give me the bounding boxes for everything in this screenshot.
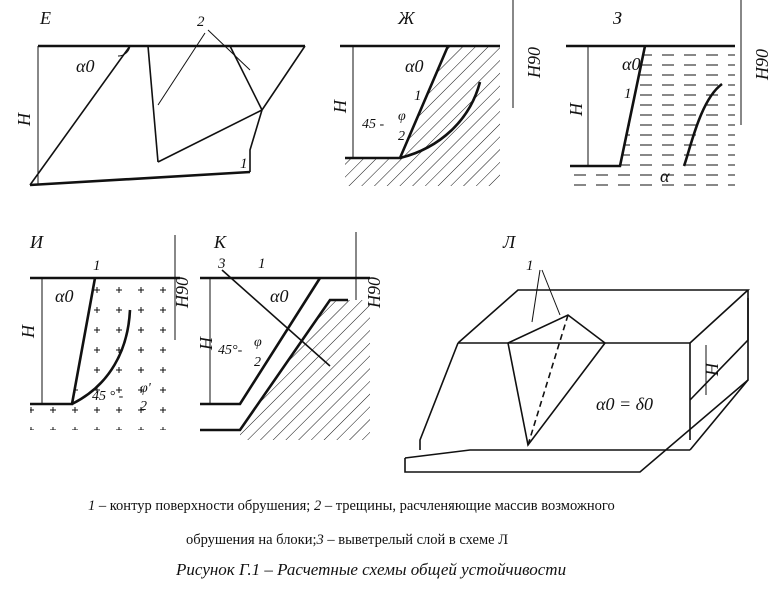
scheme-z-slope xyxy=(570,45,647,168)
scheme-z: З H α0 H90 1 α xyxy=(566,0,769,190)
scheme-l-leader-b xyxy=(541,269,561,316)
scheme-l-wedge xyxy=(507,314,607,447)
scheme-k-slope xyxy=(200,277,322,406)
caption-text-3: обрушения на блоки; xyxy=(186,532,317,548)
scheme-e-num-2: 2 xyxy=(197,14,205,30)
scheme-k-phi: φ xyxy=(254,335,262,350)
scheme-i-angle: 45 ° - xyxy=(92,389,124,404)
scheme-i-num-1: 1 xyxy=(93,258,101,274)
scheme-k-rock-fill xyxy=(240,300,370,440)
caption-num-1: 1 xyxy=(88,498,96,514)
scheme-l-slope-left xyxy=(419,342,459,450)
scheme-z-contour xyxy=(682,82,723,167)
scheme-zh-letter: Ж xyxy=(397,8,416,28)
scheme-zh-phi: φ xyxy=(398,109,406,124)
scheme-l-wedge-hidden xyxy=(527,314,569,446)
scheme-i-letter: И xyxy=(29,232,44,252)
scheme-e-base xyxy=(29,170,251,187)
caption-text-2: – трещины, расчленяющие массив возможног… xyxy=(321,498,615,514)
scheme-e-leader-2b xyxy=(207,29,251,71)
scheme-zh-contour xyxy=(399,81,482,160)
stability-schemes-figure: Е H α0 2 1 Ж H α0 H90 1 45 - φ 2 З xyxy=(14,0,769,473)
scheme-e-slope xyxy=(29,45,131,186)
scheme-e-alpha: α0 xyxy=(76,56,94,76)
scheme-l-num-1: 1 xyxy=(526,258,534,274)
caption-text-4: – выветрелый слой в схеме Л xyxy=(323,532,509,548)
scheme-l-base-edge xyxy=(689,379,749,451)
scheme-k-angle: 45°- xyxy=(218,343,243,358)
scheme-zh-num-1: 1 xyxy=(414,88,422,104)
scheme-z-hgo: H90 xyxy=(752,49,769,81)
scheme-i-two: 2 xyxy=(140,399,147,414)
scheme-i-h-label: H xyxy=(18,324,38,339)
scheme-z-letter: З xyxy=(613,8,622,28)
scheme-i: И H α0 H90 1 45 ° - φ' 2 xyxy=(18,232,192,430)
scheme-l-letter: Л xyxy=(502,232,517,252)
scheme-l-front-edge xyxy=(458,342,691,440)
scheme-k-line-3 xyxy=(221,269,331,367)
scheme-zh-rock-fill xyxy=(345,46,500,186)
scheme-k-weathered xyxy=(200,298,348,432)
scheme-l-leader-a xyxy=(531,269,541,323)
scheme-i-rock-fill xyxy=(30,278,180,430)
scheme-z-num-1: 1 xyxy=(624,86,632,102)
caption-num-2: 2 xyxy=(313,498,322,514)
scheme-k-alpha: α0 xyxy=(270,286,288,306)
figure-title: Рисунок Г.1 – Расчетные схемы общей усто… xyxy=(176,560,567,579)
caption-line-1: 1 – контур поверхности обрушения; 2 – тр… xyxy=(88,498,615,515)
scheme-i-alpha: α0 xyxy=(55,286,73,306)
scheme-e-num-1: 1 xyxy=(240,156,248,172)
scheme-z-h-label: H xyxy=(566,102,586,117)
scheme-zh-alpha: α0 xyxy=(405,56,423,76)
scheme-z-alpha-small: α xyxy=(660,166,670,186)
caption-text-1: – контур поверхности обрушения; xyxy=(95,498,314,514)
caption-num-3: 3 xyxy=(316,532,324,548)
scheme-l-alpha-delta: α0 = δ0 xyxy=(596,394,653,414)
scheme-e-crack-a xyxy=(147,45,159,163)
scheme-zh-h-label: H xyxy=(330,99,350,114)
scheme-e-letter: Е xyxy=(39,8,51,28)
scheme-k: К H α0 H90 3 1 45°- φ 2 xyxy=(196,232,384,440)
scheme-zh-two: 2 xyxy=(398,129,405,144)
scheme-i-phi: φ' xyxy=(140,381,152,396)
scheme-l-base-front xyxy=(404,449,690,459)
scheme-zh-angle: 45 - xyxy=(362,117,385,132)
scheme-k-letter: К xyxy=(213,232,227,252)
scheme-e: Е H α0 2 1 xyxy=(14,8,306,187)
scheme-zh-hgo: H90 xyxy=(524,47,544,79)
scheme-k-hgo: H90 xyxy=(364,277,384,309)
scheme-e-contour xyxy=(249,45,306,172)
scheme-e-crack-c xyxy=(157,109,263,163)
scheme-e-angle-arc xyxy=(117,45,131,57)
scheme-k-num-3: 3 xyxy=(217,256,226,272)
scheme-i-contour xyxy=(71,309,132,406)
scheme-z-rock-fill xyxy=(570,46,735,190)
scheme-i-hgo: H90 xyxy=(172,277,192,309)
scheme-z-alpha: α0 xyxy=(622,54,640,74)
scheme-l-base-lower xyxy=(404,298,749,473)
scheme-e-h-label: H xyxy=(14,112,34,127)
scheme-k-num-1: 1 xyxy=(258,256,266,272)
scheme-l-right-edge xyxy=(689,290,749,401)
scheme-k-two: 2 xyxy=(254,355,261,370)
scheme-k-h-label: H xyxy=(196,336,216,351)
scheme-e-leader-2a xyxy=(157,32,206,106)
caption-line-2: обрушения на блоки;3 – выветрелый слой в… xyxy=(186,532,508,549)
scheme-l: Л H 1 α0 = δ0 xyxy=(404,232,751,473)
scheme-l-top xyxy=(457,289,751,344)
scheme-l-h-label: H xyxy=(702,362,722,377)
scheme-zh: Ж H α0 H90 1 45 - φ 2 xyxy=(330,0,544,186)
